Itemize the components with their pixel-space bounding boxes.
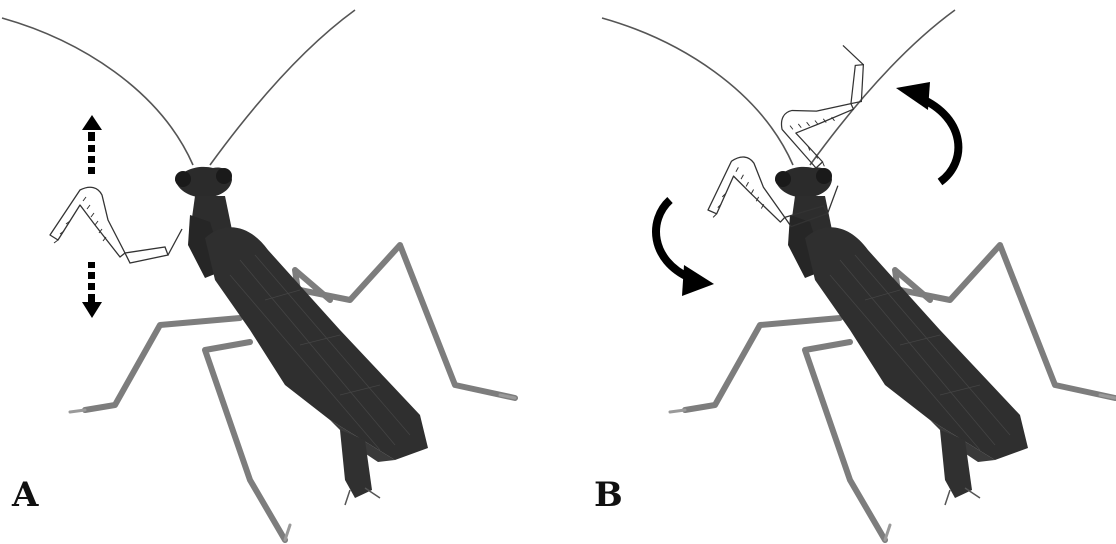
- curved-arrow-left-icon: [656, 200, 714, 296]
- arrow-down-icon: [82, 262, 102, 318]
- mantis-photo-a: [0, 0, 558, 544]
- panel-label-b: B: [594, 478, 623, 512]
- mantis-image: [2, 10, 515, 540]
- mantis-photo-b: [558, 0, 1116, 544]
- arrow-up-icon: [82, 115, 102, 174]
- panel-a: A: [0, 0, 558, 544]
- panel-label-a: A: [12, 478, 38, 512]
- curved-arrow-right-icon: [896, 82, 958, 182]
- panel-b: B: [558, 0, 1116, 544]
- raptorial-leg-drawing: [50, 187, 182, 263]
